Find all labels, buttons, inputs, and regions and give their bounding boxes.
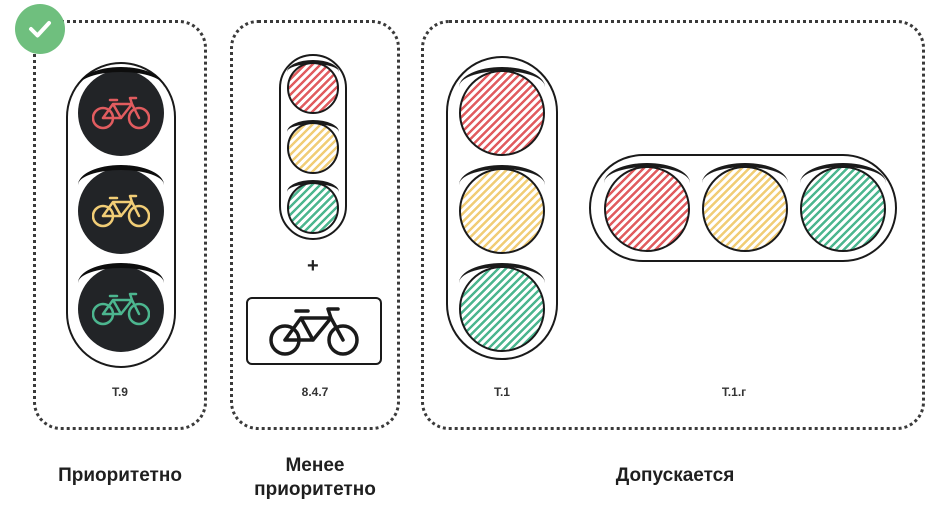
- code-label: Т.1.г: [721, 385, 747, 399]
- plus-sign: +: [307, 255, 319, 277]
- bicycle-sign-plate: [246, 297, 382, 365]
- caption-less-priority-line2: приоритетно: [254, 479, 376, 500]
- caption-allowed: Допускается: [615, 465, 735, 486]
- group-allowed: [421, 20, 925, 430]
- code-label: Т.1: [494, 385, 510, 399]
- caption-less-priority-line1: Менее: [285, 455, 345, 476]
- group-priority: [33, 20, 207, 430]
- caption-priority: Приоритетно: [58, 465, 182, 486]
- code-label: 8.4.7: [301, 385, 329, 399]
- group-less-priority: [230, 20, 400, 430]
- checkmark-icon: [15, 4, 65, 54]
- code-label: Т.9: [112, 385, 128, 399]
- bicycle-icon: [269, 307, 359, 356]
